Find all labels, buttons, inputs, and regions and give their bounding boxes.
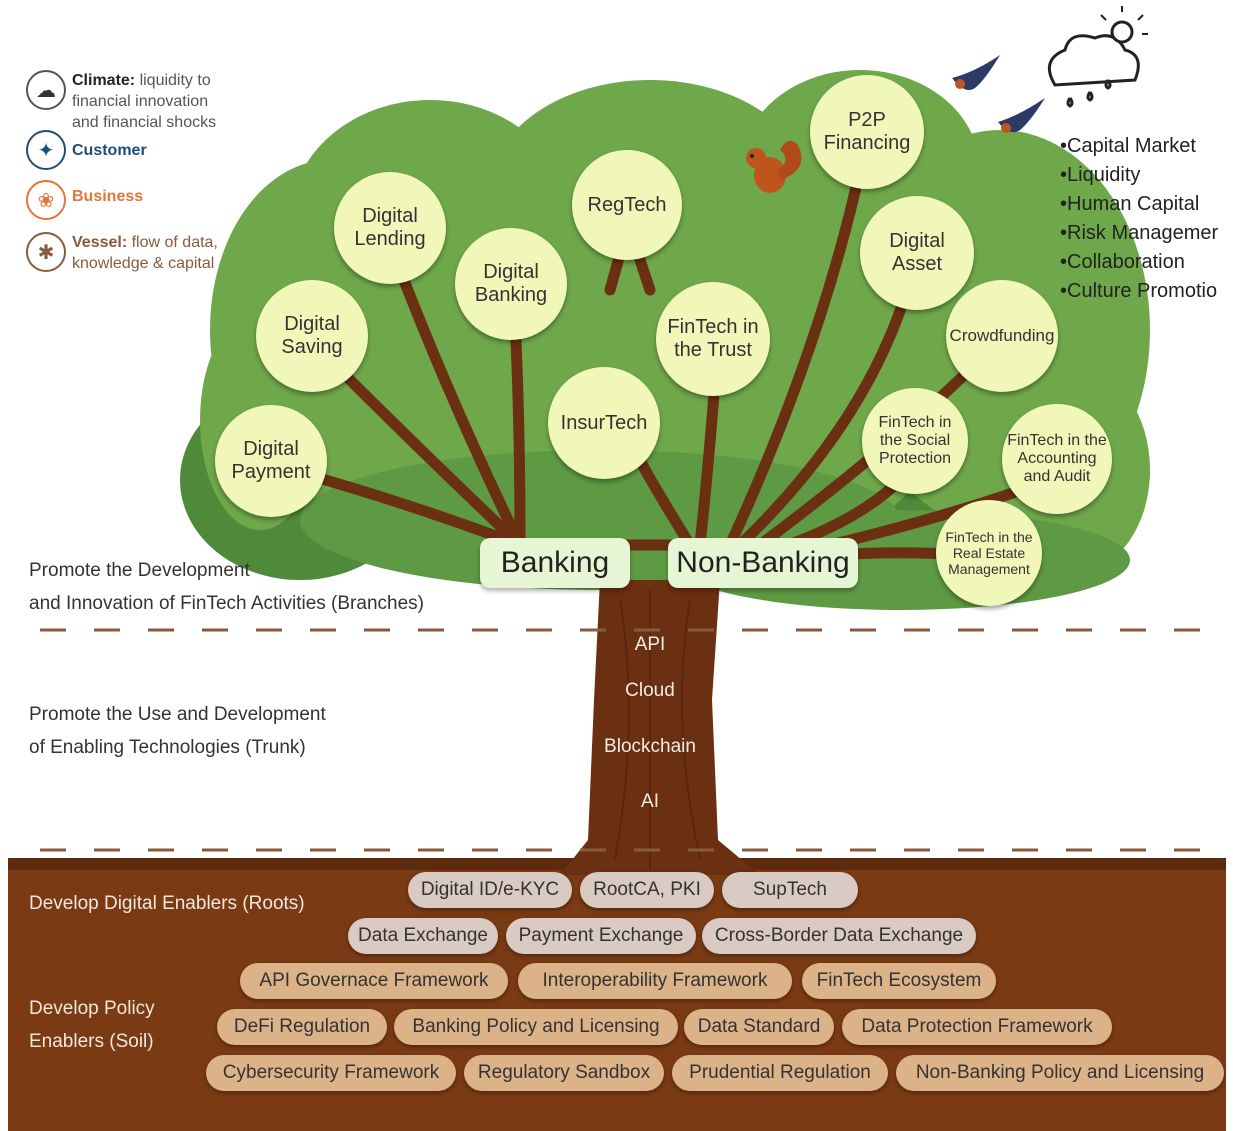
vessel-tree-icon: ✱ [26, 232, 66, 272]
trunk-label-cloud: Cloud [625, 680, 675, 701]
legend-vessel-text: flow of data, knowledge & capital [72, 234, 218, 272]
bullet-item: Capital Market [1060, 132, 1218, 161]
weather-cloud-icon [1047, 6, 1148, 108]
section-trunk-line2: of Enabling Technologies (Trunk) [29, 737, 306, 758]
section-roots-label: Develop Digital Enablers (Roots) [29, 893, 305, 914]
branch-fintech-trust: FinTech in the Trust [656, 282, 770, 396]
root-digital-id: Digital ID/e-KYC [408, 872, 572, 908]
section-soil-line1: Develop Policy [29, 998, 155, 1019]
branch-digital-saving: Digital Saving [256, 280, 368, 392]
root-data-exchange: Data Exchange [348, 918, 498, 954]
banking-hub: Banking [480, 538, 630, 588]
climate-icon: ☁ [26, 70, 66, 110]
branch-regtech: RegTech [572, 150, 682, 260]
branch-p2p-financing: P2P Financing [810, 75, 924, 189]
non-banking-hub: Non-Banking [668, 538, 858, 588]
squirrel-icon [746, 141, 802, 193]
branch-social-protection: FinTech in the Social Protection [862, 388, 968, 494]
legend-climate-title: Climate: [72, 72, 136, 89]
soil-data-standard: Data Standard [684, 1009, 834, 1045]
branch-real-estate: FinTech in the Real Estate Management [936, 500, 1042, 606]
soil-banking-policy: Banking Policy and Licensing [394, 1009, 678, 1045]
section-trunk-label: Promote the Use and Development of Enabl… [29, 698, 326, 764]
bullet-item: Risk Managemer [1060, 219, 1218, 248]
soil-prudential-regulation: Prudential Regulation [672, 1055, 888, 1091]
section-soil-label: Develop Policy Enablers (Soil) [29, 992, 155, 1058]
section-branches-label: Promote the Development and Innovation o… [29, 554, 424, 620]
legend-vessel-title: Vessel: [72, 234, 128, 251]
bullet-item: Liquidity [1060, 161, 1218, 190]
section-branches-line2: and Innovation of FinTech Activities (Br… [29, 593, 424, 614]
legend-climate: ☁ Climate: liquidity to financial innova… [26, 70, 232, 133]
soil-defi-regulation: DeFi Regulation [217, 1009, 387, 1045]
swallow-icon [952, 55, 1045, 133]
trunk-label-api: API [634, 634, 666, 655]
bullet-item: Culture Promotio [1060, 277, 1218, 306]
legend-customer: ✦ Customer [26, 130, 232, 170]
soil-non-banking-policy: Non-Banking Policy and Licensing [896, 1055, 1224, 1091]
branch-digital-payment: Digital Payment [215, 405, 327, 517]
legend-vessel: ✱ Vessel: flow of data, knowledge & capi… [26, 232, 232, 274]
branch-digital-banking: Digital Banking [455, 228, 567, 340]
soil-data-protection: Data Protection Framework [842, 1009, 1112, 1045]
branch-crowdfunding: Crowdfunding [946, 280, 1058, 392]
legend-customer-label: Customer [72, 142, 147, 159]
bullet-item: Human Capital [1060, 190, 1218, 219]
section-soil-line2: Enablers (Soil) [29, 1031, 154, 1052]
soil-interoperability: Interoperability Framework [518, 963, 792, 999]
root-suptech: SupTech [722, 872, 858, 908]
tree-trunk [560, 580, 760, 875]
legend-business: ❀ Business [26, 180, 232, 220]
root-rootca-pki: RootCA, PKI [580, 872, 714, 908]
branch-insurtech: InsurTech [548, 367, 660, 479]
section-branches-line1: Promote the Development [29, 560, 250, 581]
soil-cybersecurity: Cybersecurity Framework [206, 1055, 456, 1091]
trunk-label-blockchain: Blockchain [604, 736, 696, 757]
soil-regulatory-sandbox: Regulatory Sandbox [464, 1055, 664, 1091]
trunk-label-ai: AI [641, 791, 659, 812]
customer-dove-icon: ✦ [26, 130, 66, 170]
branch-accounting-audit: FinTech in the Accounting and Audit [1002, 404, 1112, 514]
soil-api-governance: API Governace Framework [240, 963, 508, 999]
climate-bullet-list: Capital Market Liquidity Human Capital R… [1060, 132, 1218, 306]
soil-fintech-ecosystem: FinTech Ecosystem [802, 963, 996, 999]
root-payment-exchange: Payment Exchange [506, 918, 696, 954]
branch-digital-lending: Digital Lending [334, 172, 446, 284]
tree-branches [284, 164, 1056, 562]
business-squirrel-icon: ❀ [26, 180, 66, 220]
section-trunk-line1: Promote the Use and Development [29, 704, 326, 725]
bullet-item: Collaboration [1060, 248, 1218, 277]
legend-climate-text: liquidity to financial innovation and fi… [72, 72, 217, 131]
branch-digital-asset: Digital Asset [860, 196, 974, 310]
legend-business-label: Business [72, 188, 144, 205]
root-cross-border-exchange: Cross-Border Data Exchange [702, 918, 976, 954]
